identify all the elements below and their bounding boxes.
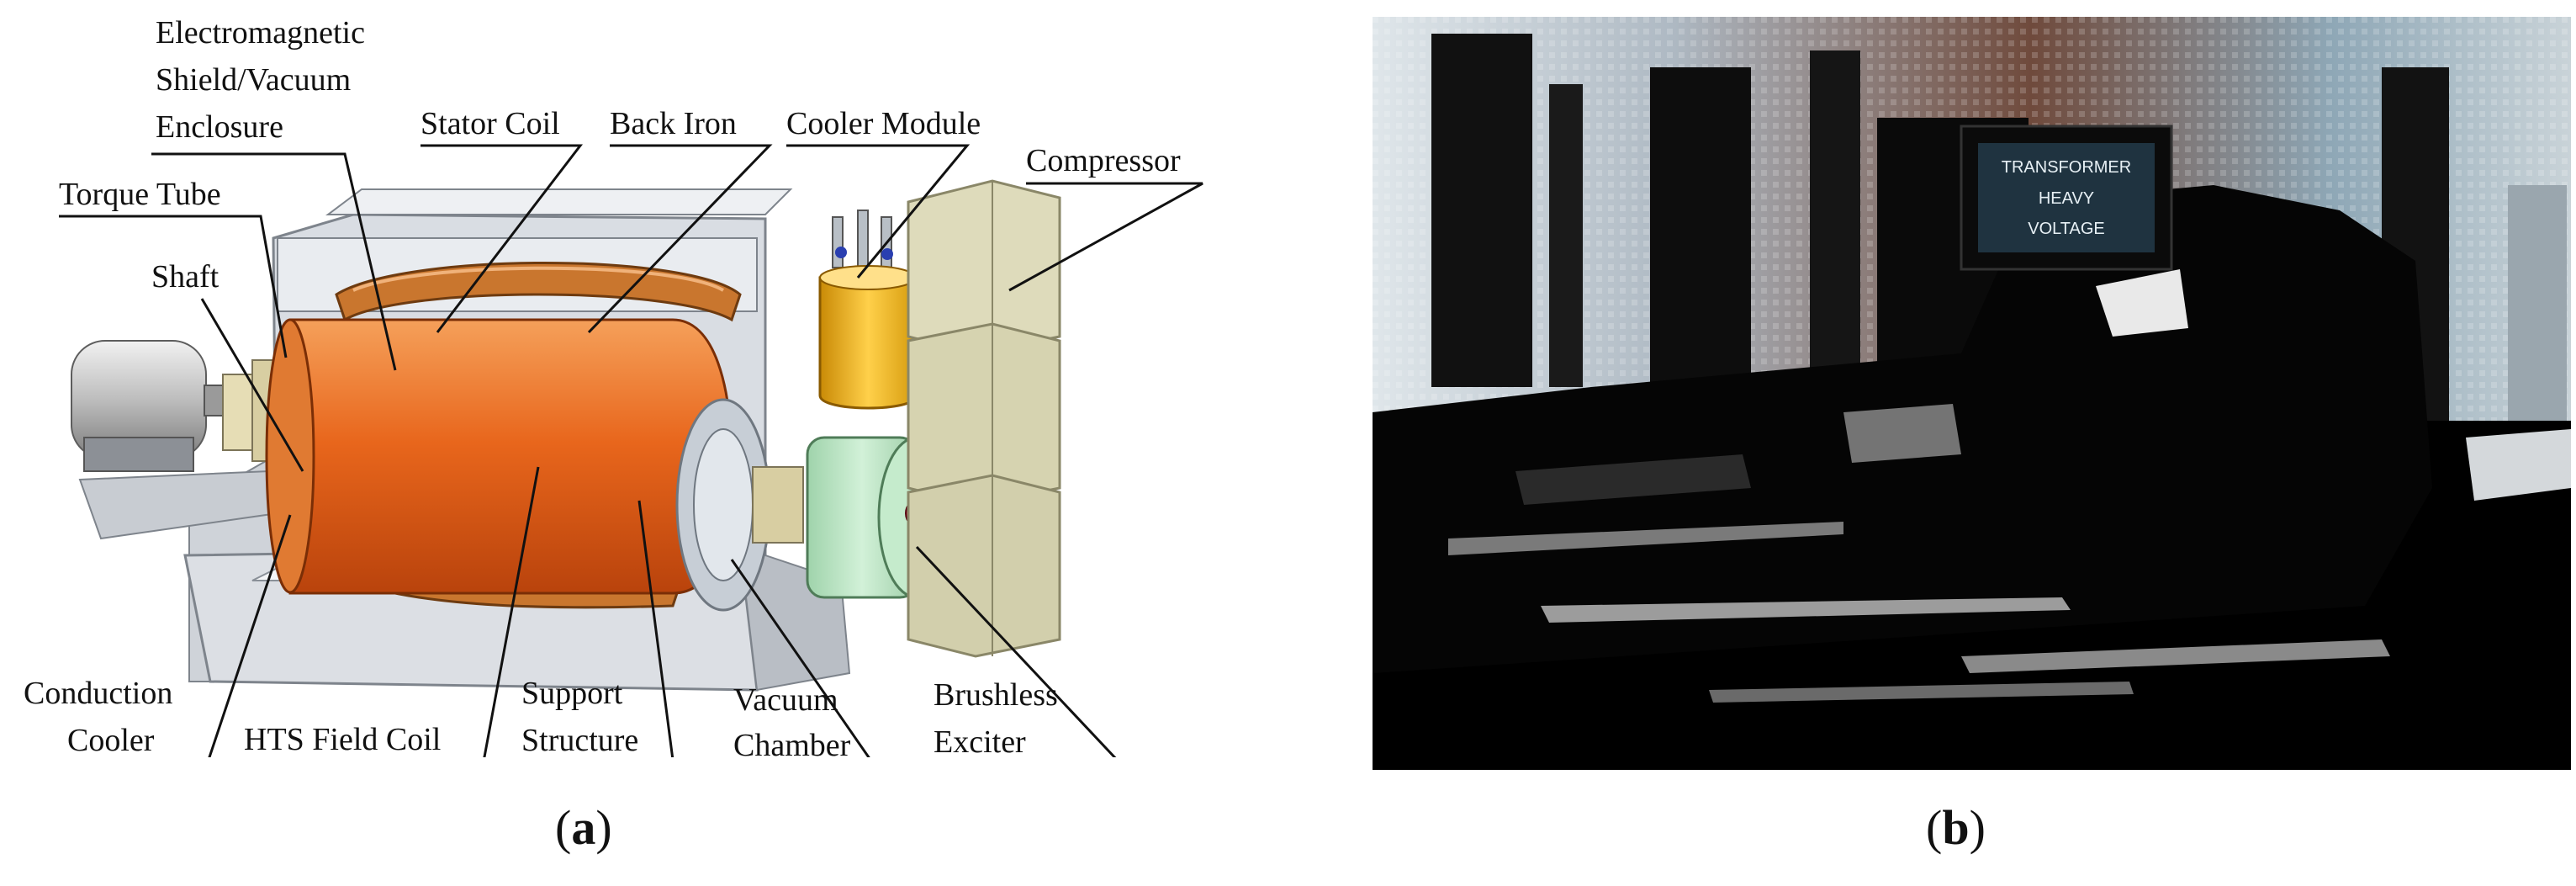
label-stator-coil: Stator Coil (421, 108, 560, 140)
panel-b-photo: TRANSFORMER HEAVY VOLTAGE (1373, 17, 2571, 770)
label-compressor: Compressor (1026, 145, 1181, 177)
label-chamber: Chamber (733, 729, 850, 761)
sign-line-3: VOLTAGE (2028, 220, 2105, 238)
label-cooler-module: Cooler Module (786, 108, 981, 140)
compressor-stack (908, 181, 1060, 656)
label-exciter: Exciter (934, 726, 1026, 758)
label-structure: Structure (521, 724, 638, 756)
label-hts-field-coil: HTS Field Coil (244, 724, 441, 756)
caption-b: (b) (1926, 804, 1986, 852)
label-support: Support (521, 677, 622, 709)
caption-a: (a) (555, 804, 612, 852)
label-brushless: Brushless (934, 679, 1058, 711)
label-electromagnetic: Electromagnetic (156, 17, 365, 49)
label-enclosure: Enclosure (156, 111, 283, 143)
caption-a-letter: a (571, 800, 595, 855)
sign-line-1: TRANSFORMER (2002, 158, 2131, 177)
sign-line-2: HEAVY (2039, 189, 2094, 208)
label-vacuum: Vacuum (733, 684, 838, 716)
label-conduction: Conduction (24, 677, 172, 709)
caption-b-letter: b (1942, 800, 1969, 855)
label-shaft: Shaft (151, 261, 219, 293)
label-torque-tube: Torque Tube (59, 178, 221, 210)
rotor-cylinder (267, 320, 732, 593)
drive-motor (71, 341, 230, 471)
label-shield-vacuum: Shield/Vacuum (156, 64, 351, 96)
label-cooler: Cooler (67, 724, 154, 756)
label-back-iron: Back Iron (610, 108, 737, 140)
